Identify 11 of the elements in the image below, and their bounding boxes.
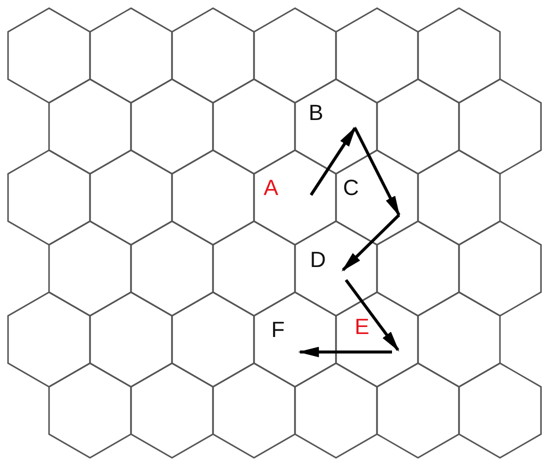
arrow <box>354 127 400 217</box>
cell-letter: D <box>310 249 326 271</box>
cell-letter: C <box>343 177 359 199</box>
cell-letter: B <box>308 102 324 124</box>
cell-letter: F <box>271 319 285 341</box>
cell-letter: E <box>354 316 370 338</box>
arrow <box>298 346 392 358</box>
arrow <box>344 279 400 352</box>
arrow <box>342 214 400 272</box>
cell-letter: A <box>264 177 278 199</box>
arrow <box>310 126 356 196</box>
